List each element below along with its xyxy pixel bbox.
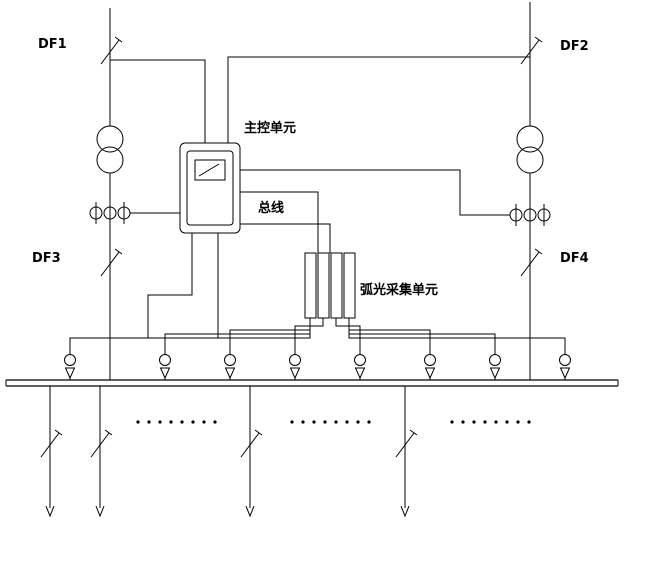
arc-sensor-icon bbox=[489, 354, 501, 380]
arc-sensor-icon bbox=[354, 354, 366, 380]
feeder-arrow-icon bbox=[45, 505, 55, 518]
current-transformer-left-icon bbox=[89, 202, 131, 224]
sensor-wires-control-unit bbox=[147, 233, 219, 338]
trip-wire-left-top bbox=[110, 59, 206, 143]
ellipsis-dots-icon bbox=[136, 420, 217, 424]
arc-sensor-icon bbox=[224, 354, 236, 380]
feeder-line bbox=[240, 386, 263, 518]
outgoing-feeders bbox=[40, 386, 418, 518]
arc-sensor-icon bbox=[559, 354, 571, 380]
transformer-left-icon bbox=[96, 125, 124, 174]
busbar bbox=[5, 379, 619, 387]
sensor-fanout-wires bbox=[69, 318, 566, 355]
feeder-arrow-icon bbox=[95, 505, 105, 518]
meter-needle-icon bbox=[198, 163, 220, 177]
label-df1: DF1 bbox=[38, 37, 67, 52]
label-df2: DF2 bbox=[560, 39, 589, 54]
label-df4: DF4 bbox=[560, 251, 589, 266]
trip-wire-right-top bbox=[227, 56, 530, 143]
current-transformer-right-icon bbox=[509, 204, 551, 226]
breaker-df4-icon bbox=[520, 248, 543, 277]
label-bus: 总线 bbox=[258, 200, 284, 216]
breaker-df1-icon bbox=[100, 36, 123, 65]
feeder-arrow-icon bbox=[245, 505, 255, 518]
bus-wires bbox=[240, 191, 331, 253]
meter-display-icon bbox=[194, 159, 226, 181]
label-arc-collection-unit: 弧光采集单元 bbox=[360, 282, 438, 298]
transformer-right-icon bbox=[516, 125, 544, 174]
feeder-line bbox=[395, 386, 418, 518]
arc-sensor-icon bbox=[159, 354, 171, 380]
feeder-arrow-icon bbox=[400, 505, 410, 518]
arc-sensor-icon bbox=[64, 354, 76, 380]
arc-sensor-icon bbox=[289, 354, 301, 380]
breaker-df3-icon bbox=[100, 248, 123, 277]
label-main-control-unit: 主控单元 bbox=[244, 120, 296, 136]
feeder-line bbox=[90, 386, 113, 518]
ellipsis-dots-icon bbox=[290, 420, 371, 424]
arc-sensor-icon bbox=[424, 354, 436, 380]
ct-wire-right bbox=[240, 169, 510, 216]
arc-collection-unit-box bbox=[304, 252, 356, 319]
label-df3: DF3 bbox=[32, 251, 61, 266]
ellipsis-dots-icon bbox=[450, 420, 531, 424]
feeder-line bbox=[40, 386, 63, 518]
breaker-df2-icon bbox=[520, 36, 543, 65]
main-control-unit-box bbox=[179, 142, 241, 234]
arc-sensor-icons bbox=[64, 354, 571, 380]
